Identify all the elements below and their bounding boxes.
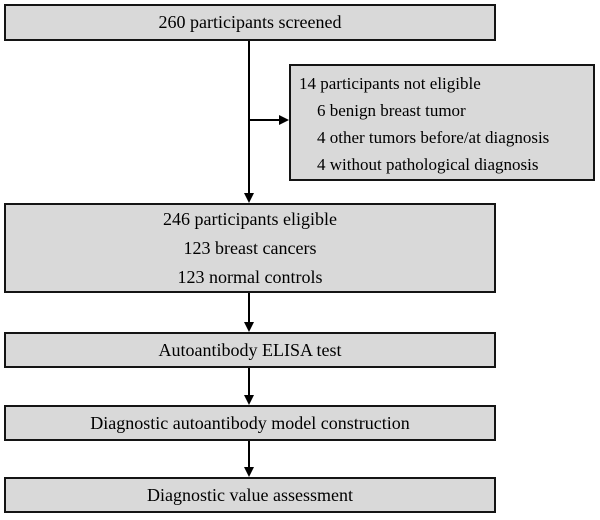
not-eligible-item: 4 other tumors before/at diagnosis <box>317 128 550 147</box>
box-value-assessment: Diagnostic value assessment <box>4 477 496 513</box>
box-participants-screened-label: 260 participants screened <box>158 12 342 32</box>
box-model-construction: Diagnostic autoantibody model constructi… <box>4 405 496 441</box>
box-elisa-test: Autoantibody ELISA test <box>4 332 496 368</box>
arrowhead-down-icon <box>244 193 254 203</box>
arrow-line <box>248 441 250 467</box>
arrowhead-right-icon <box>279 115 289 125</box>
not-eligible-title: 14 participants not eligible <box>299 74 481 93</box>
arrowhead-down-icon <box>244 322 254 332</box>
arrow-line <box>249 119 279 121</box>
box-participants-screened: 260 participants screened <box>4 4 496 41</box>
arrow-line <box>248 41 250 194</box>
arrowhead-down-icon <box>244 467 254 477</box>
eligible-line: 246 participants eligible <box>163 208 337 229</box>
box-value-assessment-label: Diagnostic value assessment <box>147 484 353 505</box>
box-participants-eligible: 246 participants eligible 123 breast can… <box>4 203 496 293</box>
eligible-line: 123 normal controls <box>177 266 323 287</box>
eligible-line: 123 breast cancers <box>183 237 317 258</box>
not-eligible-item: 6 benign breast tumor <box>317 101 466 120</box>
arrow-line <box>248 293 250 322</box>
box-elisa-test-label: Autoantibody ELISA test <box>158 339 342 360</box>
arrowhead-down-icon <box>244 395 254 405</box>
not-eligible-item: 4 without pathological diagnosis <box>317 155 539 174</box>
arrow-line <box>248 368 250 395</box>
box-not-eligible: 14 participants not eligible 6 benign br… <box>289 64 595 181</box>
box-model-construction-label: Diagnostic autoantibody model constructi… <box>90 412 410 433</box>
